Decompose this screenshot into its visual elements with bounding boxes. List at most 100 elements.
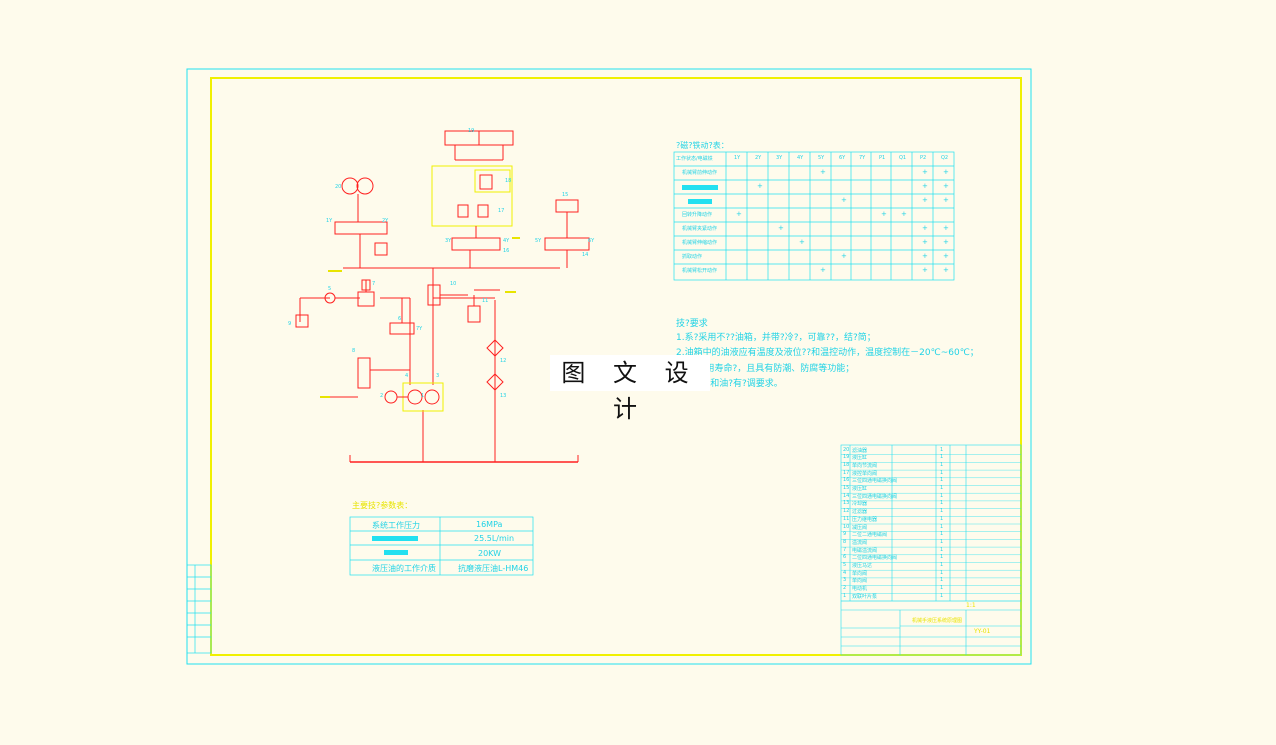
- action-mark: +: [881, 210, 887, 218]
- label-15: 15: [562, 192, 568, 198]
- bom-cell: 压力继电器: [852, 516, 878, 523]
- cooler-13: [486, 373, 504, 391]
- bom-cell: 1: [940, 577, 944, 584]
- action-row-name: 机械臂松开动作: [682, 268, 718, 274]
- action-col-header: 4Y: [797, 155, 804, 161]
- hydraulic-circuit: [295, 130, 590, 463]
- bom-cell: 1: [940, 500, 944, 507]
- throttle-valve-18: [474, 169, 511, 193]
- label-8: 8: [352, 348, 355, 354]
- action-mark: +: [943, 182, 949, 190]
- svg-text:4Y: 4Y: [503, 238, 510, 244]
- bom-cell: 16: [843, 477, 850, 484]
- action-mark: +: [736, 210, 742, 218]
- bom-cell: 17: [843, 469, 850, 476]
- action-mark: +: [922, 196, 928, 204]
- bom-cell: 电磁溢流阀: [852, 547, 878, 554]
- valve-14: [544, 237, 590, 251]
- action-mark: +: [943, 238, 949, 246]
- bom-cell: 5: [843, 562, 847, 568]
- action-mark: +: [943, 168, 949, 176]
- action-col-header: 5Y: [818, 155, 825, 161]
- bom-cell: 1: [940, 492, 944, 499]
- action-mark: +: [820, 168, 826, 176]
- inner-border: [210, 77, 1022, 656]
- bom-cell: 14: [843, 492, 850, 499]
- bom-cell: 13: [843, 500, 850, 507]
- action-row-name: 机械臂前伸动作: [682, 170, 718, 176]
- param-value-1: 16MPa: [476, 520, 503, 529]
- svg-text:7Y: 7Y: [416, 326, 423, 332]
- check-valve-group-17: [431, 165, 513, 227]
- watermark: 图 文 设 计: [550, 355, 710, 423]
- label-12: 12: [500, 358, 506, 364]
- label-4: 4: [405, 373, 408, 379]
- param-value-3: 20KW: [478, 549, 502, 558]
- param-table-grid: [349, 516, 534, 576]
- bom-cell: 19: [843, 454, 850, 461]
- bom-cell: 二位二通电磁阀: [852, 532, 888, 539]
- action-mark: +: [778, 224, 784, 232]
- action-col-header: 1Y: [734, 155, 741, 161]
- action-table-grid: [673, 151, 955, 281]
- tech-line-1: 1.系?采用不??油箱，并带?冷?，可靠??，结?简；: [676, 333, 876, 343]
- action-mark: +: [943, 252, 949, 260]
- tech-line-3: 3. ，使用寿命?，且具有防潮、防腐等功能；: [676, 364, 855, 374]
- action-table-title: ?磁?铁动?表：: [676, 141, 729, 150]
- action-mark: +: [922, 224, 928, 232]
- bom-cell: 1: [940, 531, 944, 538]
- tech-line-4: 4. ?油泵和油?有?调要求。: [676, 379, 783, 389]
- drawing-title: 机械手液压系统原理图: [912, 618, 963, 624]
- drawing-scale: 1:1: [966, 602, 976, 609]
- bom-cell: 2: [843, 585, 847, 592]
- bom-cell: 3: [843, 577, 847, 584]
- action-row-name: 机械臂夹紧动作: [682, 226, 718, 232]
- valve-8: [357, 357, 371, 389]
- action-mark: +: [901, 210, 907, 218]
- param-value-2: 25.5L/min: [474, 534, 515, 543]
- bom-cell: 液压马达: [852, 563, 873, 569]
- action-row-name: 抓取动作: [682, 254, 703, 260]
- label-16: 16: [503, 248, 509, 254]
- bom-cell: 溢流阀: [852, 539, 868, 546]
- tech-line-2: 2.油箱中的油液应有温度及液位??和温控动作，温度控制在－20℃~60℃；: [676, 348, 979, 358]
- params-title: 主要技?参数表：: [352, 501, 413, 510]
- action-col-header: 2Y: [755, 155, 762, 161]
- action-col-header: P1: [879, 155, 886, 161]
- redacted-cell: [372, 536, 418, 541]
- bom-cell: 1: [940, 477, 944, 484]
- bom-cell: 10: [843, 523, 850, 530]
- valve-16: [451, 237, 501, 251]
- label-17: 17: [498, 208, 504, 214]
- bom-cell: 1: [940, 554, 944, 561]
- action-col-header: 3Y: [776, 155, 783, 161]
- outer-frame: [186, 68, 1032, 665]
- label-2: 2: [380, 393, 383, 399]
- bom-cell: 单向阀: [852, 570, 868, 577]
- bom-cell: 4: [843, 569, 847, 576]
- label-18: 18: [505, 178, 511, 184]
- action-mark: +: [922, 252, 928, 260]
- label-19: 19: [468, 128, 474, 134]
- label-9: 9: [288, 321, 291, 327]
- bom-cell: 18: [843, 461, 850, 468]
- action-col-header: 7Y: [859, 155, 866, 161]
- bom-cell: 12: [843, 508, 850, 515]
- redacted-cell: [688, 199, 712, 204]
- bom-cell: 电动机: [852, 586, 868, 593]
- param-label-4: 液压油的工作介质: [372, 564, 436, 573]
- action-mark: +: [922, 182, 928, 190]
- svg-text:5Y: 5Y: [535, 238, 542, 244]
- label-6: 6: [398, 316, 401, 322]
- param-label-1: 系统工作压力: [372, 521, 420, 530]
- drawing-number: YY-01: [974, 628, 991, 635]
- bom-cell: 1: [940, 485, 944, 491]
- action-mark: +: [922, 238, 928, 246]
- bom-cell: 1: [940, 454, 944, 461]
- bom-cell: 1: [843, 592, 847, 599]
- action-col-header: Q1: [899, 155, 907, 161]
- pump-2: [424, 389, 440, 405]
- bom-cell: 三位四通电磁换向阀: [852, 493, 898, 500]
- action-mark: +: [943, 266, 949, 274]
- bom-cell: 1: [940, 592, 944, 599]
